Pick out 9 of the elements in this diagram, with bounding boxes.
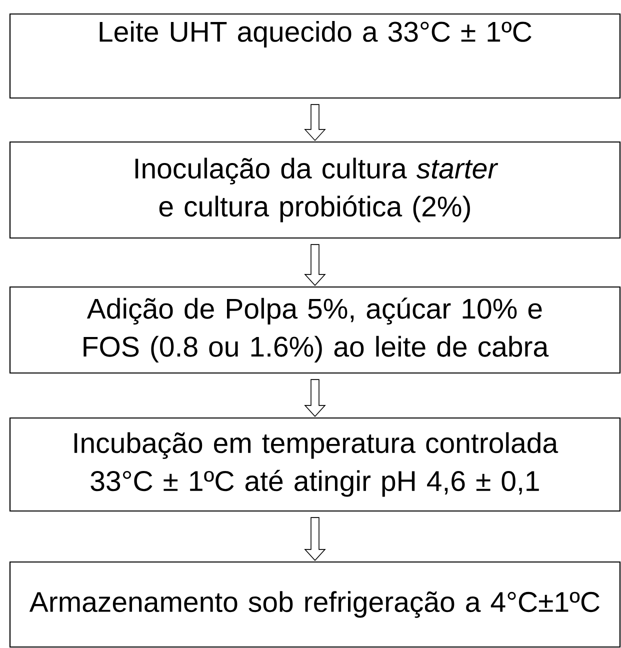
arrow bbox=[304, 517, 326, 562]
process-box: Adição de Polpa 5%, açúcar 10% e FOS (0.8 ou 1.6%) ao leite de cabra bbox=[9, 286, 621, 374]
arrow bbox=[304, 104, 326, 142]
process-box: Inoculação da cultura starter e cultura probiótica (2%) bbox=[9, 141, 621, 239]
arrow bbox=[304, 379, 326, 418]
process-box: Incubação em temperatura controlada 33°C ± 1ºC até atingir pH 4,6 ± 0,1 bbox=[9, 417, 621, 512]
process-box: Leite UHT aquecido a 33°C ± 1ºC bbox=[9, 13, 621, 99]
arrow bbox=[304, 244, 326, 286]
process-box: Armazenamento sob refrigeração a 4°C±1ºC bbox=[9, 561, 621, 648]
